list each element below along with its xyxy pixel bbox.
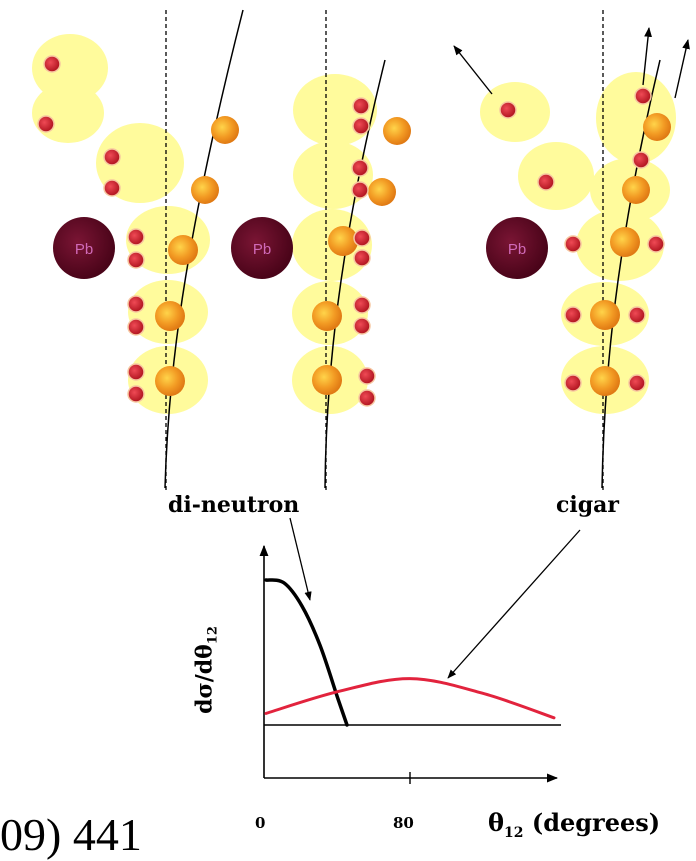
core — [168, 235, 198, 265]
trajectory-panel-1: Pb — [32, 10, 243, 490]
citation-fragment: 09) 441 — [0, 808, 142, 861]
neutron — [538, 174, 554, 190]
neutron — [354, 250, 370, 266]
dineutron-pointer-arrow — [290, 518, 310, 600]
neutron — [359, 390, 375, 406]
core — [191, 176, 219, 204]
x-axis-label-main: θ — [488, 808, 504, 837]
neutron — [128, 296, 144, 312]
lead-nucleus-label: Pb — [508, 241, 526, 258]
halo-group — [32, 34, 210, 414]
neutron — [128, 319, 144, 335]
neutron — [353, 98, 369, 114]
trajectory-panel-3: Pb — [454, 10, 688, 490]
core — [383, 117, 411, 145]
x-axis-label-unit: (degrees) — [524, 808, 661, 837]
neutron — [353, 118, 369, 134]
neutron — [635, 88, 651, 104]
halo — [32, 83, 104, 143]
neutron — [104, 180, 120, 196]
neutron — [354, 230, 370, 246]
core — [155, 366, 185, 396]
core — [590, 300, 620, 330]
neutron — [648, 236, 664, 252]
x-tick-label: 0 — [255, 814, 265, 832]
neutron — [352, 182, 368, 198]
core — [155, 301, 185, 331]
lead-nucleus-label: Pb — [75, 241, 93, 258]
neutron — [633, 152, 649, 168]
neutron — [354, 297, 370, 313]
neutron — [565, 236, 581, 252]
core — [368, 178, 396, 206]
trajectory-panel-2: Pb — [231, 10, 411, 490]
core — [590, 366, 620, 396]
lead-nucleus-label: Pb — [253, 241, 271, 258]
neutron — [128, 386, 144, 402]
dineutron-curve — [266, 580, 347, 725]
neutron-emission-arrow — [675, 40, 688, 98]
x-axis-label-sub: 12 — [504, 825, 523, 841]
neutron — [128, 252, 144, 268]
halo — [518, 142, 594, 210]
neutron — [354, 318, 370, 334]
cigar-curve — [266, 679, 554, 718]
core — [211, 116, 239, 144]
correlation-chart — [264, 518, 580, 784]
cigar-label: cigar — [556, 492, 619, 518]
dineutron-label: di-neutron — [168, 492, 299, 518]
neutron — [38, 116, 54, 132]
core — [328, 226, 358, 256]
y-axis-label: dσ/dθ12 — [191, 626, 220, 714]
y-axis-label-main: dσ/dθ — [191, 644, 217, 714]
neutron — [629, 375, 645, 391]
core — [312, 301, 342, 331]
core — [622, 176, 650, 204]
neutron — [500, 102, 516, 118]
neutron — [565, 375, 581, 391]
core — [312, 365, 342, 395]
core — [610, 227, 640, 257]
neutron — [128, 364, 144, 380]
neutron — [352, 160, 368, 176]
neutron-emission-arrow — [454, 46, 492, 94]
y-axis-label-sub: 12 — [206, 626, 221, 644]
neutron — [128, 229, 144, 245]
neutron — [104, 149, 120, 165]
cigar-pointer-arrow — [448, 530, 580, 678]
core — [643, 113, 671, 141]
neutron — [629, 307, 645, 323]
neutron — [359, 368, 375, 384]
x-tick-label: 80 — [393, 814, 414, 832]
neutron — [565, 307, 581, 323]
x-axis-label: θ12 (degrees) — [488, 808, 660, 841]
neutron — [44, 56, 60, 72]
